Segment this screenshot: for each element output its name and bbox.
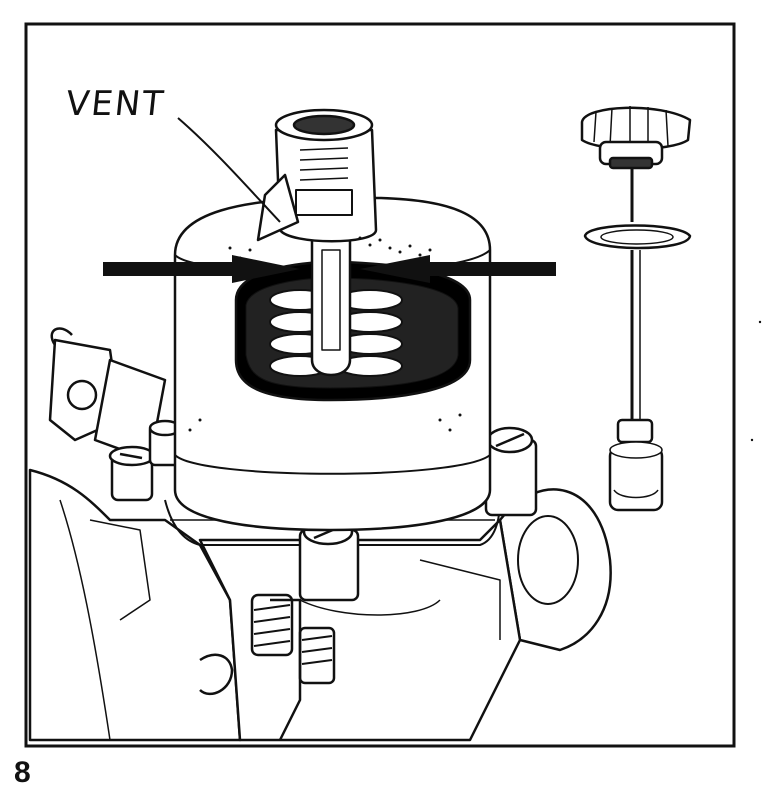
vent-leader-line	[177, 117, 281, 223]
arrows	[103, 255, 556, 283]
arrow-left-head	[232, 255, 300, 283]
diagram-border	[24, 22, 736, 748]
vent-label: VENT	[63, 84, 168, 124]
float-chamber	[173, 108, 492, 532]
arrow-right-shaft	[420, 262, 556, 276]
figure-number: 8	[14, 758, 31, 788]
damper-assembly	[580, 106, 692, 512]
arrow-left-shaft	[103, 262, 243, 276]
carburetor-body	[28, 327, 612, 742]
arrow-right-head	[360, 255, 430, 283]
